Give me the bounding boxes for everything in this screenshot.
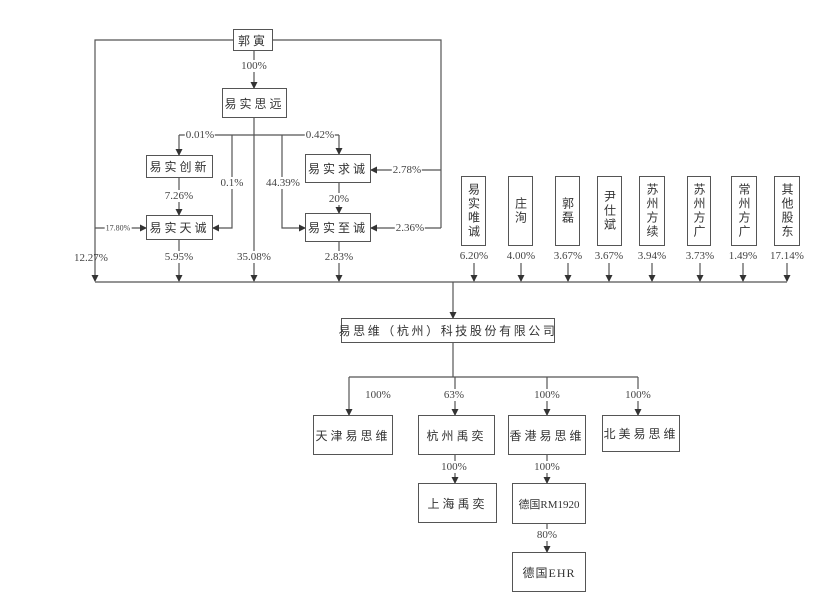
label-guoyin-siyuan: 100%	[240, 60, 268, 72]
shareholder-box: 常州方广	[731, 176, 757, 246]
shareholder-pct: 4.00%	[506, 250, 536, 262]
label-chuangxin-tiancheng: 7.26%	[163, 190, 195, 202]
node-hongkong: 香港易思维	[508, 415, 586, 455]
node-yishi-chuangxin: 易实创新	[146, 155, 213, 178]
label-company-hongkong: 100%	[533, 389, 561, 401]
node-company: 易思维（杭州）科技股份有限公司	[339, 318, 555, 343]
node-yishi-zhicheng: 易实至诚	[305, 213, 371, 242]
label-guoyin-company: 12.27%	[74, 252, 108, 264]
shareholder-pct: 3.73%	[685, 250, 715, 262]
label-siyuan-tiancheng: 0.1%	[219, 177, 245, 189]
label-hangzhou-shanghai: 100%	[440, 461, 468, 473]
shareholder-box: 易实唯诚	[461, 176, 486, 246]
label-siyuan-zhicheng: 44.39%	[265, 177, 301, 189]
shareholder-box: 苏州方广	[687, 176, 711, 246]
node-germany-rm1920: 德国RM1920	[512, 483, 586, 524]
node-guo-yin: 郭寅	[233, 29, 273, 51]
shareholder-pct: 3.94%	[637, 250, 667, 262]
label-company-north-america: 100%	[624, 389, 652, 401]
node-yishi-qiucheng: 易实求诚	[305, 154, 371, 183]
label-siyuan-qiucheng: 0.42%	[304, 129, 336, 141]
label-tiancheng-company: 5.95%	[163, 251, 195, 263]
node-hangzhou-yuyi: 杭州禹奕	[418, 415, 495, 455]
label-guoyin-tiancheng: 17.80%	[104, 223, 132, 233]
edge-siyuan-zhicheng	[281, 135, 306, 232]
node-tianjin: 天津易思维	[313, 415, 393, 455]
label-rm1920-ehr: 80%	[535, 529, 559, 541]
edge-guoyin-right-rail	[273, 39, 442, 228]
shareholder-box: 尹仕斌	[597, 176, 622, 246]
node-yishi-siyuan: 易实思远	[222, 88, 287, 118]
label-guoyin-zhicheng: 2.36%	[394, 222, 426, 234]
node-germany-ehr: 德国EHR	[512, 552, 586, 592]
shareholder-pct: 3.67%	[553, 250, 583, 262]
label-hongkong-rm1920: 100%	[533, 461, 561, 473]
label-guoyin-qiucheng: 2.78%	[391, 164, 423, 176]
node-north-america: 北美易思维	[602, 415, 680, 452]
shareholder-pct: 3.67%	[594, 250, 624, 262]
shareholder-box: 庄洵	[508, 176, 533, 246]
shareholder-pct: 17.14%	[770, 250, 804, 262]
shareholder-box: 苏州方续	[639, 176, 665, 246]
shareholder-box: 其他股东	[774, 176, 800, 246]
label-siyuan-company: 35.08%	[236, 251, 272, 263]
shareholder-pct: 6.20%	[459, 250, 489, 262]
edge-siyuan-tiancheng	[212, 135, 233, 232]
label-qiucheng-zhicheng: 20%	[327, 193, 351, 205]
label-zhicheng-company: 2.83%	[323, 251, 355, 263]
label-company-tianjin: 100%	[365, 389, 391, 401]
label-company-hangzhou-yuyi: 63%	[442, 389, 466, 401]
node-yishi-tiancheng: 易实天诚	[146, 215, 213, 240]
shareholder-box: 郭磊	[555, 176, 580, 246]
edge-guoyin-left-rail	[91, 39, 233, 282]
node-shanghai-yuyi: 上海禹奕	[418, 483, 497, 523]
label-siyuan-chuangxin: 0.01%	[184, 129, 216, 141]
shareholder-pct: 1.49%	[728, 250, 758, 262]
